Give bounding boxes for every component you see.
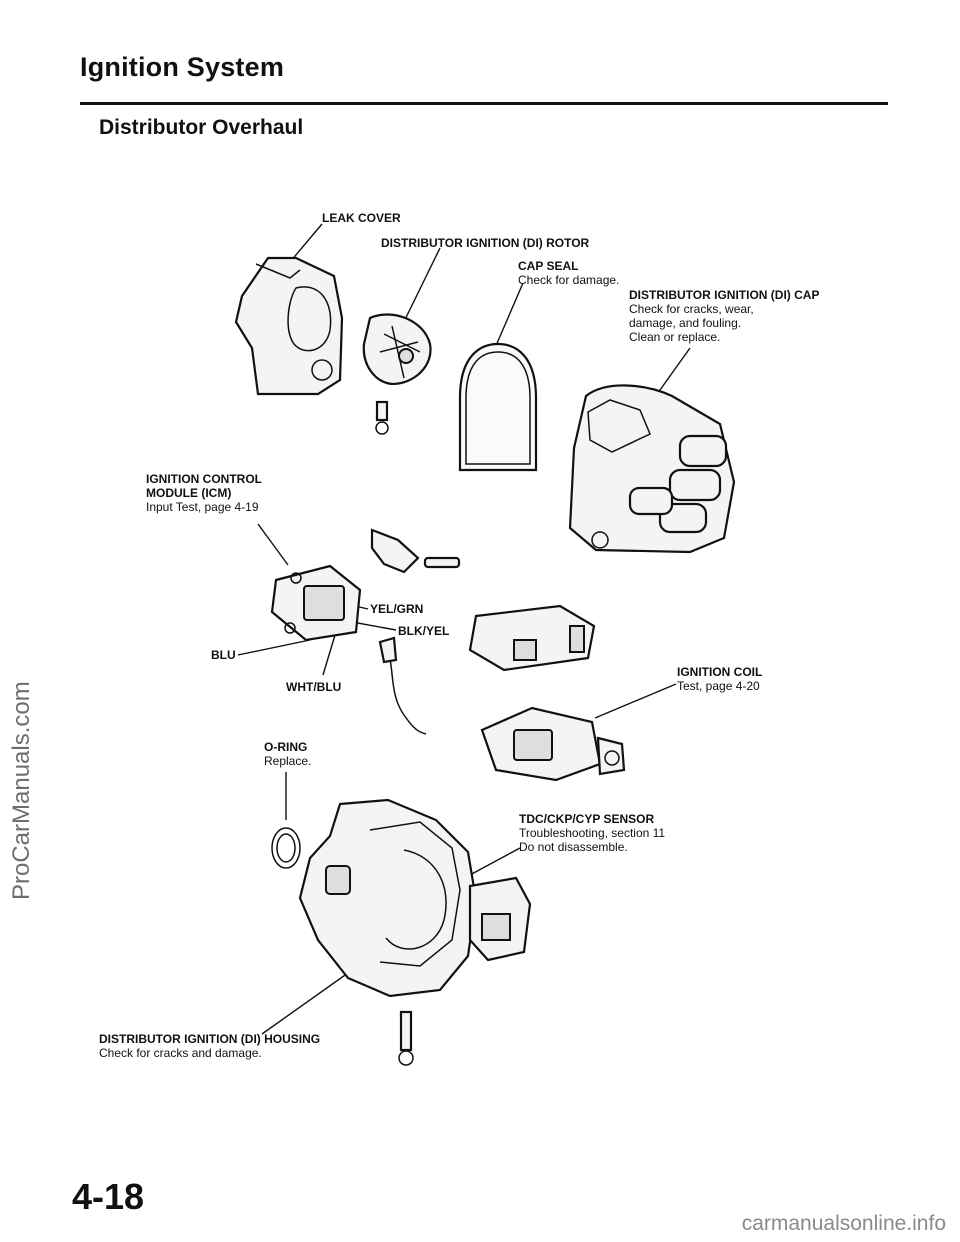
ignition-control-module-icon bbox=[270, 564, 362, 642]
leader-lines bbox=[237, 223, 691, 1035]
distributor-housing-icon bbox=[298, 798, 532, 998]
label-ignition-coil-title: IGNITION COIL bbox=[677, 665, 763, 679]
label-blu: BLU bbox=[211, 648, 236, 662]
ignition-coil-icon bbox=[480, 706, 626, 782]
label-sensor: TDC/CKP/CYP SENSOR Troubleshooting, sect… bbox=[519, 812, 665, 854]
label-blk-yel-title: BLK/YEL bbox=[398, 624, 450, 638]
label-ignition-coil: IGNITION COIL Test, page 4-20 bbox=[677, 665, 762, 693]
label-sensor-note-2: Do not disassemble. bbox=[519, 840, 628, 854]
label-housing: DISTRIBUTOR IGNITION (DI) HOUSING Check … bbox=[99, 1032, 320, 1060]
label-distributor-cap-title: DISTRIBUTOR IGNITION (DI) CAP bbox=[629, 288, 820, 302]
label-rotor-title: DISTRIBUTOR IGNITION (DI) ROTOR bbox=[381, 236, 590, 250]
coil-cover-icon bbox=[468, 604, 596, 672]
label-wht-blu: WHT/BLU bbox=[286, 680, 341, 694]
label-blk-yel: BLK/YEL bbox=[398, 624, 449, 638]
label-distributor-cap: DISTRIBUTOR IGNITION (DI) CAP Check for … bbox=[629, 288, 819, 344]
label-o-ring-note: Replace. bbox=[264, 754, 312, 768]
label-cap-seal-note: Check for damage. bbox=[518, 273, 620, 287]
bracket-icon bbox=[370, 528, 461, 574]
label-cap-seal-title: CAP SEAL bbox=[518, 259, 579, 273]
label-distributor-cap-note-2: damage, and fouling. bbox=[629, 316, 742, 330]
label-distributor-cap-note-1: Check for cracks, wear, bbox=[629, 302, 754, 316]
label-o-ring: O-RING Replace. bbox=[264, 740, 311, 768]
section-subtitle: Distributor Overhaul bbox=[99, 116, 304, 139]
housing-bolt-icon bbox=[398, 1010, 414, 1066]
label-housing-note: Check for cracks and damage. bbox=[99, 1046, 262, 1060]
label-icm-note: Input Test, page 4-19 bbox=[146, 500, 259, 514]
label-ignition-coil-note: Test, page 4-20 bbox=[677, 679, 760, 693]
lead-wire-icon bbox=[378, 636, 427, 735]
label-icm-title-2: MODULE (ICM) bbox=[146, 486, 232, 500]
label-sensor-title: TDC/CKP/CYP SENSOR bbox=[519, 812, 655, 826]
label-yel-grn: YEL/GRN bbox=[370, 602, 423, 616]
page-title: Ignition System bbox=[80, 52, 285, 82]
label-icm-title-1: IGNITION CONTROL bbox=[146, 472, 262, 486]
label-blu-title: BLU bbox=[211, 648, 236, 662]
label-sensor-note-1: Troubleshooting, section 11 bbox=[519, 826, 666, 840]
label-rotor: DISTRIBUTOR IGNITION (DI) ROTOR bbox=[381, 236, 589, 250]
footer-watermark: carmanualsonline.info bbox=[741, 1212, 946, 1235]
leak-cover-icon bbox=[234, 256, 344, 396]
label-wht-blu-title: WHT/BLU bbox=[286, 680, 342, 694]
distributor-cap-icon bbox=[568, 384, 736, 554]
label-yel-grn-title: YEL/GRN bbox=[370, 602, 424, 616]
label-o-ring-title: O-RING bbox=[264, 740, 308, 754]
label-cap-seal: CAP SEAL Check for damage. bbox=[518, 259, 619, 287]
label-leak-cover-title: LEAK COVER bbox=[322, 211, 401, 225]
o-ring-icon bbox=[271, 827, 301, 869]
label-housing-title: DISTRIBUTOR IGNITION (DI) HOUSING bbox=[99, 1032, 321, 1046]
cap-seal-icon bbox=[458, 342, 538, 472]
page-number: 4-18 bbox=[72, 1176, 145, 1217]
title-rule bbox=[80, 102, 888, 105]
label-leak-cover: LEAK COVER bbox=[322, 211, 401, 225]
label-distributor-cap-note-3: Clean or replace. bbox=[629, 330, 721, 344]
rotor-icon bbox=[362, 313, 432, 435]
label-icm: IGNITION CONTROL MODULE (ICM) Input Test… bbox=[146, 472, 262, 514]
